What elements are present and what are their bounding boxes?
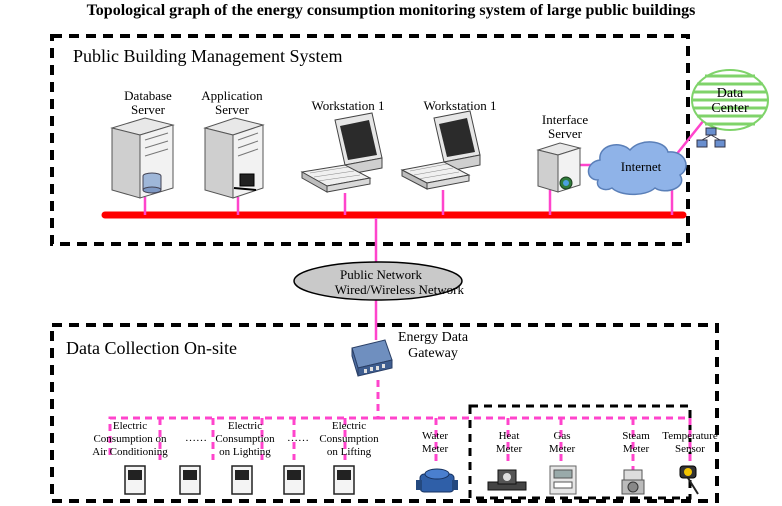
internet-label: Internet <box>620 159 662 174</box>
electric-meter-1-icon <box>124 465 146 495</box>
application-server-icon <box>203 117 265 199</box>
electric-meter-2-icon <box>179 465 201 495</box>
electric-meter-5-icon <box>333 465 355 495</box>
workstation-a-icon <box>300 112 383 193</box>
interface-server-icon <box>536 142 582 193</box>
field-bus <box>108 380 692 470</box>
steam-meter-icon <box>621 469 645 495</box>
workstation-b-icon <box>400 110 481 190</box>
management-system-title: Public Building Management System <box>73 46 343 66</box>
electric-meter-4-icon <box>283 465 305 495</box>
energy-gateway-icon <box>351 339 393 377</box>
other-meters-frame <box>468 404 692 500</box>
data-collection-frame <box>50 323 719 503</box>
public-network-ellipse <box>293 261 463 301</box>
internet-cloud-icon <box>587 141 687 196</box>
data-center-icon <box>691 69 769 148</box>
diagram-title: Topological graph of the energy consumpt… <box>86 2 696 19</box>
electric-meter-3-icon <box>231 465 253 495</box>
ellipsis-1: …… <box>185 432 207 444</box>
temperature-sensor-icon <box>679 465 699 495</box>
database-server-icon <box>110 117 175 199</box>
workstation-b-label: Workstation 1 <box>423 98 497 113</box>
ellipsis-2: …… <box>287 432 309 444</box>
water-meter-icon <box>416 468 458 493</box>
gas-meter-icon <box>549 465 577 495</box>
data-collection-title: Data Collection On-site <box>66 338 237 358</box>
heat-meter-icon <box>487 469 527 491</box>
workstation-a-label: Workstation 1 <box>311 98 385 113</box>
